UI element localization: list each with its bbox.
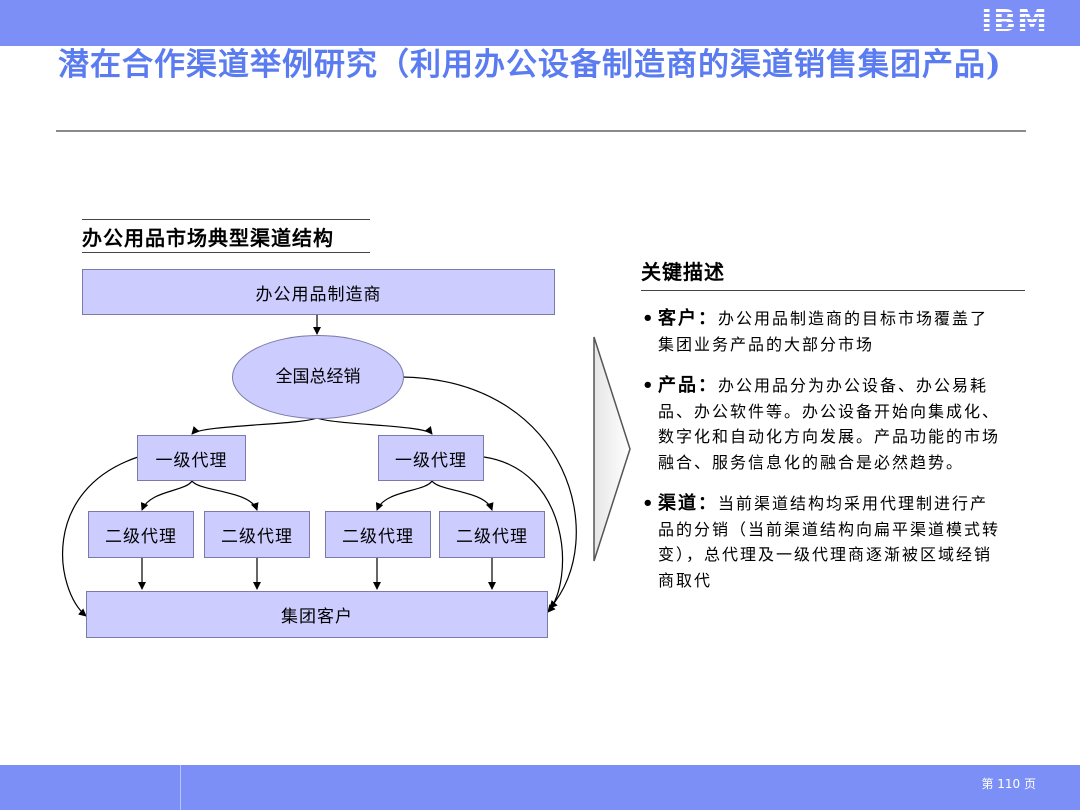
node-level2-agent-2: 二级代理 <box>204 511 310 558</box>
ibm-logo: IBM <box>981 4 1048 39</box>
title-divider <box>56 130 1026 132</box>
page-number: 第 110 页 <box>981 777 1036 791</box>
top-bar <box>0 0 1080 46</box>
description-list: • 客户：办公用品制造商的目标市场覆盖了集团业务产品的大部分市场 • 产品：办公… <box>640 306 1000 609</box>
diagram-title: 办公用品市场典型渠道结构 <box>82 226 334 250</box>
node-level1-agent-left: 一级代理 <box>137 435 246 481</box>
footer-divider <box>180 765 181 810</box>
node-general-agent: 全国总经销 <box>232 335 404 419</box>
footer-bar <box>0 765 1080 810</box>
description-divider <box>641 290 1025 291</box>
arrow-general-bypass-to-customer <box>401 376 577 609</box>
node-group-customer: 集团客户 <box>86 591 548 638</box>
chevron-right-icon <box>593 336 631 562</box>
node-level2-agent-3: 二级代理 <box>325 511 431 558</box>
arrow-general-to-level1-left <box>191 417 318 435</box>
arrow-level1b-to-level2c <box>375 480 433 511</box>
arrow-general-to-level1-right <box>316 417 433 435</box>
description-title: 关键描述 <box>641 260 725 284</box>
arrow-level1b-bypass-to-customer <box>483 456 564 613</box>
arrow-level1a-to-level2b <box>191 480 259 511</box>
diagram-title-rule-bottom <box>82 252 370 253</box>
node-level2-agent-1: 二级代理 <box>88 511 194 558</box>
bullet-product: • 产品：办公用品分为办公设备、办公易耗品、办公软件等。办公设备开始向集成化、数… <box>642 375 1001 472</box>
arrow-level1a-to-level2a <box>140 480 193 511</box>
node-manufacturer: 办公用品制造商 <box>82 269 555 315</box>
diagram-title-rule-top <box>82 219 370 220</box>
node-level2-agent-4: 二级代理 <box>439 511 545 558</box>
arrow-level1a-bypass-to-customer <box>62 456 139 617</box>
arrow-level1b-to-level2d <box>431 480 494 511</box>
node-level1-agent-right: 一级代理 <box>378 435 484 481</box>
page-title: 潜在合作渠道举例研究（利用办公设备制造商的渠道销售集团产品) <box>58 47 1002 83</box>
bullet-channel: • 渠道：当前渠道结构均采用代理制进行产品的分销（当前渠道结构向扁平渠道模式转变… <box>642 493 1001 590</box>
bullet-customer: • 客户：办公用品制造商的目标市场覆盖了集团业务产品的大部分市场 <box>642 308 989 354</box>
